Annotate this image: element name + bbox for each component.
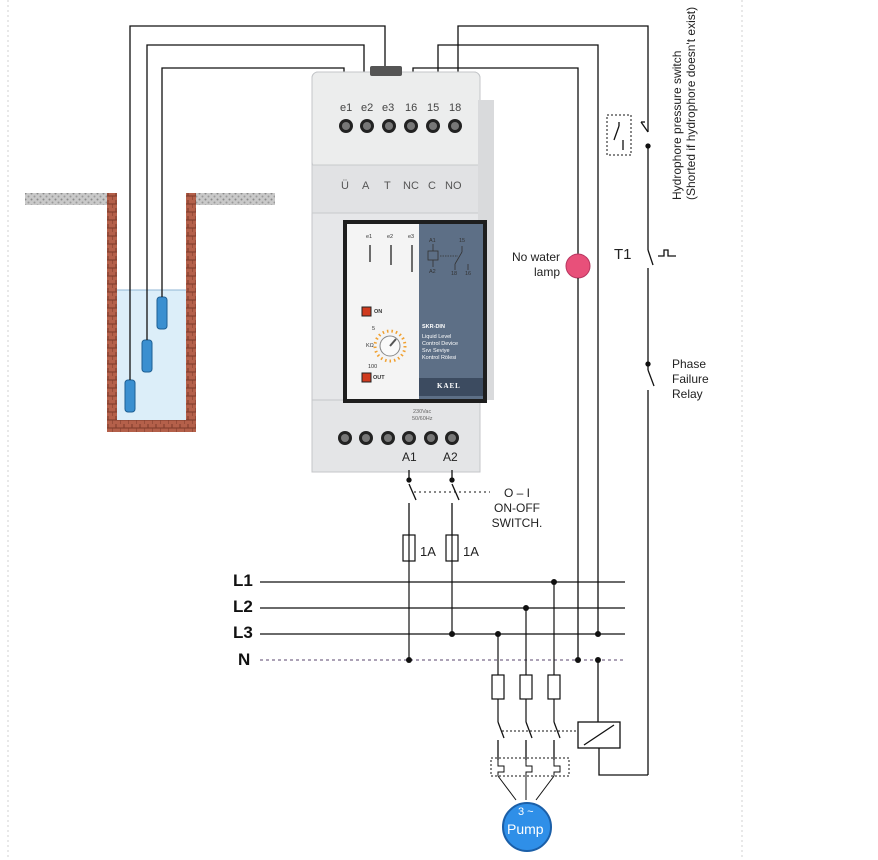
sensitivity-dial (373, 329, 407, 363)
relay-desc-3: Sıvı Seviye (422, 348, 450, 354)
probe-e1 (124, 379, 136, 413)
thermal-overload (490, 757, 570, 801)
panel-a2-label: A2 (429, 269, 436, 275)
hydrophore-label: Hydrophore pressure switch (Shorted if h… (670, 7, 698, 200)
contactor-contacts (497, 721, 578, 760)
relay-model: SKR-DIN (422, 324, 445, 330)
hydrophore-label-line2: (Shorted if hydrophore doesn't exist) (684, 6, 698, 200)
probe-wires (129, 25, 386, 380)
terminal-16-label: 16 (405, 102, 418, 114)
phase-failure-line1: Phase (672, 357, 707, 371)
panel-probe-e1-label: e1 (366, 234, 373, 240)
dial-unit-label: KΩ (366, 343, 374, 349)
contact-wires (412, 25, 649, 634)
fuse-right (445, 534, 459, 636)
front-label-t: T (384, 180, 391, 192)
relay-desc-4: Kontrol Rölesi (422, 355, 457, 361)
switch-label: O – I ON-OFF SWITCH. (487, 486, 547, 531)
bottom-terminal-a1: A1 (402, 450, 417, 464)
relay-blue-panel (419, 224, 483, 399)
front-label-a: A (362, 180, 370, 192)
dial-max-label: 100 (368, 364, 378, 370)
on-led (361, 306, 372, 317)
fuse-left-label: 1A (420, 544, 436, 559)
supply-voltage: 230Vac (413, 409, 432, 415)
no-water-lamp-label-line1: No water (511, 250, 560, 264)
terminal-e3-label: e3 (382, 102, 395, 114)
phase-failure-label: Phase Failure Relay (672, 357, 709, 402)
bus-l2-label: L2 (233, 597, 253, 616)
bottom-terminal-a2: A2 (443, 450, 458, 464)
pump-phase-label: 3 ~ (518, 806, 534, 818)
terminal-e1-label: e1 (340, 102, 353, 114)
phase-failure-line3: Relay (672, 387, 703, 401)
out-led-label: OUT (373, 375, 385, 381)
panel-a1-label: A1 (429, 238, 436, 244)
hydrophore-pressure-switch (606, 114, 651, 244)
bus-n-label: N (238, 650, 251, 669)
out-led (361, 372, 372, 383)
pump-motor (502, 802, 552, 852)
bus-l1-label: L1 (233, 571, 253, 590)
fuse-right-label: 1A (463, 544, 479, 559)
panel-15-label: 15 (459, 238, 466, 244)
front-label-u: Ü (341, 180, 349, 192)
panel-probe-e3-label: e3 (408, 234, 415, 240)
relay-brand: KAEL (437, 382, 461, 390)
no-water-lamp-label: No water lamp (500, 250, 560, 280)
phase-failure-line2: Failure (672, 372, 709, 386)
terminal-18-label: 18 (449, 102, 462, 114)
supply-frequency: 50/60Hz (412, 416, 433, 422)
water-well (25, 193, 275, 432)
fuse-left (402, 534, 416, 661)
probe-e3 (156, 296, 168, 330)
probe-e2 (141, 339, 153, 373)
phase-failure-contact (598, 361, 655, 776)
bus-l3-label: L3 (233, 623, 253, 642)
din-clip (370, 66, 402, 76)
no-water-lamp-label-line2: lamp (533, 265, 560, 279)
no-water-lamp (565, 253, 591, 660)
junction-dots (406, 579, 601, 663)
front-label-c: C (428, 180, 436, 192)
contactor-coil (577, 660, 621, 749)
switch-label-line1: O – I (503, 486, 530, 500)
switch-label-line3: SWITCH. (491, 516, 543, 530)
panel-probe-e2-label: e2 (387, 234, 394, 240)
dial-min-label: 5 (372, 326, 376, 332)
panel-coil-symbol (427, 244, 469, 270)
onoff-switch (406, 470, 490, 535)
bottom-terminal-screws (338, 431, 459, 445)
switch-label-line2: ON-OFF (494, 501, 540, 515)
hydrophore-label-line1: Hydrophore pressure switch (670, 50, 684, 200)
on-led-label: ON (374, 309, 383, 315)
panel-18-label: 18 (451, 271, 458, 277)
panel-16-label: 16 (465, 271, 472, 277)
panel-probe-symbols (369, 245, 413, 272)
front-label-no: NO (445, 180, 462, 192)
pump-label: Pump (507, 821, 544, 837)
front-label-nc: NC (403, 180, 419, 192)
top-terminal-screws (339, 119, 462, 133)
main-fuses (491, 582, 561, 722)
relay-desc-1: Liquid Level (422, 334, 452, 340)
terminal-e2-label: e2 (361, 102, 374, 114)
t1-timer-contact (647, 244, 676, 364)
t1-label: T1 (614, 246, 632, 263)
relay-desc-2: Control Device (422, 341, 459, 347)
terminal-15-label: 15 (427, 102, 440, 114)
